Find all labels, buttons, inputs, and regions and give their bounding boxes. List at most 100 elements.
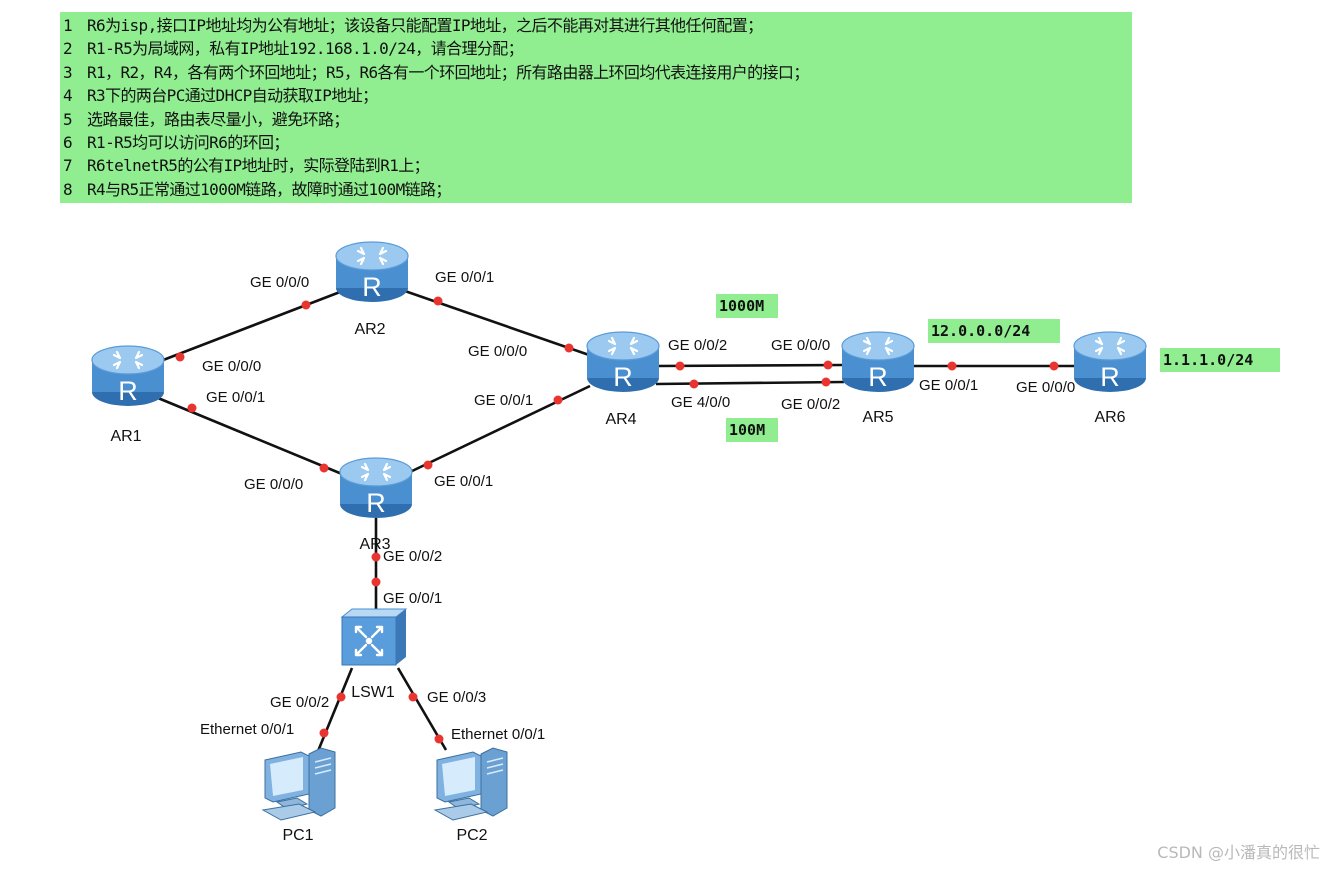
tag-1000m: 1000M xyxy=(716,294,778,318)
requirement-line: 2 R1-R5为局域网，私有IP地址192.168.1.0/24，请合理分配； xyxy=(63,37,1132,60)
requirement-number: 3 xyxy=(63,62,73,82)
port-dot xyxy=(947,361,957,371)
tag-bg xyxy=(1160,348,1280,372)
port-dot xyxy=(336,692,346,702)
requirement-number: 8 xyxy=(63,179,73,199)
port-label: GE 0/0/0 xyxy=(250,274,309,291)
port-dot xyxy=(175,352,185,362)
requirement-text: R1-R5为局域网，私有IP地址192.168.1.0/24，请合理分配； xyxy=(87,39,524,59)
requirements-box: 1 R6为isp,接口IP地址均为公有地址；该设备只能配置IP地址，之后不能再对其… xyxy=(60,12,1132,203)
port-dot xyxy=(371,552,381,562)
requirement-number: 4 xyxy=(63,86,73,106)
device-label-ar3: AR3 xyxy=(359,536,390,553)
tag-text: 1000M xyxy=(719,297,764,315)
device-label-ar2: AR2 xyxy=(354,321,385,338)
tag-100m: 100M xyxy=(726,418,778,442)
port-label: GE 0/0/1 xyxy=(474,392,533,409)
requirement-line: 4 R3下的两台PC通过DHCP自动获取IP地址； xyxy=(63,84,1132,107)
device-label-pc1: PC1 xyxy=(282,827,313,844)
port-label: GE 0/0/2 xyxy=(668,337,727,354)
port-label: GE 0/0/0 xyxy=(771,337,830,354)
requirement-line: 7 R6telnetR5的公有IP地址时，实际登陆到R1上； xyxy=(63,154,1132,177)
port-label: GE 0/0/1 xyxy=(919,377,978,394)
pc1-icon[interactable] xyxy=(262,747,336,821)
port-label: GE 0/0/0 xyxy=(1016,379,1075,396)
tag-text: 12.0.0.0/24 xyxy=(931,322,1030,340)
requirement-text: R1，R2，R4，各有两个环回地址；R5，R6各有一个环回地址；所有路由器上环回… xyxy=(87,62,809,82)
requirement-text: R1-R5均可以访问R6的环回； xyxy=(87,133,289,153)
link-lsw1-pc1 xyxy=(314,667,354,757)
port-dot xyxy=(1049,361,1059,371)
port-dot xyxy=(319,728,329,738)
watermark: CSDN @小潘真的很忙 xyxy=(1157,843,1320,862)
requirement-number: 1 xyxy=(63,16,73,35)
requirement-text: R4与R5正常通过1000M链路，故障时通过100M链路； xyxy=(87,179,451,199)
port-label: GE 0/0/2 xyxy=(270,694,329,711)
port-label: GE 0/0/1 xyxy=(383,590,442,607)
device-label-ar4: AR4 xyxy=(605,411,636,428)
tag-bg xyxy=(726,418,778,442)
port-dot xyxy=(823,360,833,370)
port-dot xyxy=(564,343,574,353)
port-label: GE 0/0/1 xyxy=(435,269,494,286)
port-dot xyxy=(689,379,699,389)
port-dot xyxy=(553,395,563,405)
requirement-number: 2 xyxy=(63,39,73,59)
tag-text: 1.1.1.0/24 xyxy=(1163,351,1253,369)
link-ar4-ar5-100m xyxy=(655,380,845,386)
port-dot xyxy=(408,692,418,702)
requirement-number: 7 xyxy=(63,156,73,176)
port-label: GE 0/0/0 xyxy=(202,358,261,375)
port-dot xyxy=(821,377,831,387)
requirement-number: 6 xyxy=(63,133,73,153)
port-dot xyxy=(301,300,311,310)
link-ar1-ar3 xyxy=(157,396,343,476)
port-dot xyxy=(433,296,443,306)
tag-public-net: 12.0.0.0/24 xyxy=(928,319,1060,343)
router-glyph: R xyxy=(362,272,382,302)
port-label: GE 0/0/1 xyxy=(206,389,265,406)
tag-text: 100M xyxy=(729,421,765,439)
port-dot xyxy=(423,460,433,470)
tag-bg xyxy=(928,319,1060,343)
requirement-line: 6 R1-R5均可以访问R6的环回； xyxy=(63,131,1132,154)
router-glyph: R xyxy=(868,362,888,392)
port-dots xyxy=(175,296,1059,744)
requirement-text: 选路最佳，路由表尽量小，避免环路； xyxy=(87,109,349,129)
pc2-icon[interactable] xyxy=(434,747,508,821)
router-glyph: R xyxy=(366,488,386,518)
router-glyph: R xyxy=(613,362,633,392)
requirement-line: 5 选路最佳，路由表尽量小，避免环路； xyxy=(63,108,1132,131)
switch-lsw1-icon[interactable] xyxy=(340,607,408,667)
port-dot xyxy=(434,734,444,744)
tag-bg xyxy=(716,294,778,318)
link-ar1-ar2 xyxy=(157,290,341,364)
port-label: GE 0/0/2 xyxy=(383,548,442,565)
port-label: GE 0/0/3 xyxy=(427,689,486,706)
port-label: GE 0/0/2 xyxy=(781,396,840,413)
requirement-line: 1 R6为isp,接口IP地址均为公有地址；该设备只能配置IP地址，之后不能再对其… xyxy=(63,14,1132,37)
requirement-text: R6为isp,接口IP地址均为公有地址；该设备只能配置IP地址，之后不能再对其进… xyxy=(87,16,763,35)
link-ar4-ar5-1000m xyxy=(655,363,845,368)
requirement-text: R6telnetR5的公有IP地址时，实际登陆到R1上； xyxy=(87,156,430,176)
port-label: GE 4/0/0 xyxy=(671,394,730,411)
requirement-text: R3下的两台PC通过DHCP自动获取IP地址； xyxy=(87,86,378,106)
requirement-number: 5 xyxy=(63,109,73,129)
port-dot xyxy=(371,577,381,587)
tag-isp-loopback: 1.1.1.0/24 xyxy=(1160,348,1280,372)
device-label-lsw1: LSW1 xyxy=(351,684,395,701)
port-dot xyxy=(319,463,329,473)
port-label: GE 0/0/1 xyxy=(434,473,493,490)
device-label-pc2: PC2 xyxy=(456,827,487,844)
device-label-ar6: AR6 xyxy=(1094,409,1125,426)
requirement-line: 3 R1，R2，R4，各有两个环回地址；R5，R6各有一个环回地址；所有路由器上环… xyxy=(63,61,1132,84)
router-glyph: R xyxy=(1100,362,1120,392)
port-label: Ethernet 0/0/1 xyxy=(451,726,545,743)
port-dot xyxy=(187,403,197,413)
port-label: Ethernet 0/0/1 xyxy=(200,721,294,738)
port-label: GE 0/0/0 xyxy=(244,476,303,493)
router-glyphs: R R R R R R xyxy=(118,272,1120,518)
device-label-ar5: AR5 xyxy=(862,409,893,426)
